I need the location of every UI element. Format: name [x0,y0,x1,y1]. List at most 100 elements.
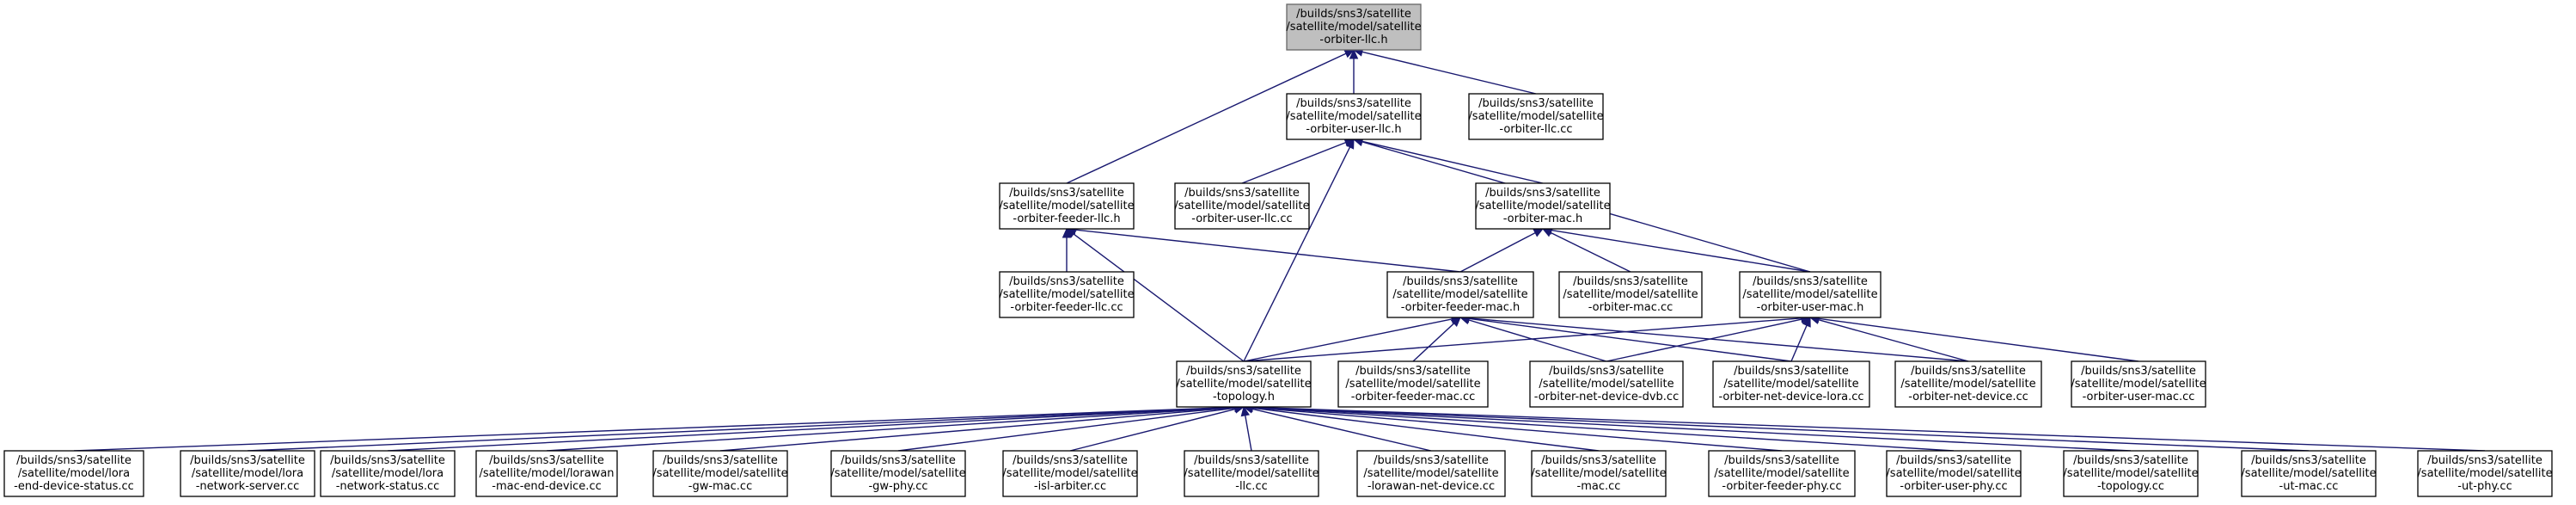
node-n6[interactable]: /builds/sns3/satellite/satellite/model/s… [999,271,1135,318]
node-label-line: /builds/sns3/satellite [1734,365,1849,378]
edge-line [546,406,1236,452]
node-label-line: -mac.cc [1577,480,1621,493]
node-n9[interactable]: /builds/sns3/satellite/satellite/model/s… [1739,271,1882,318]
node-n28[interactable]: /builds/sns3/satellite/satellite/model/s… [2063,450,2199,497]
arrowhead [1066,228,1077,238]
edge-n23-to-n10 [1240,405,1252,452]
node-n15[interactable]: /builds/sns3/satellite/satellite/model/s… [2071,360,2206,408]
node-label-line: /builds/sns3/satellite [2251,454,2366,467]
node-n27[interactable]: /builds/sns3/satellite/satellite/model/s… [1886,450,2022,497]
node-n14[interactable]: /builds/sns3/satellite/satellite/model/s… [1894,360,2042,408]
edge-line [1459,231,1536,273]
node-label-line: /builds/sns3/satellite [1896,454,2011,467]
node-label-line: /builds/sns3/satellite [1013,454,1128,467]
node-label-line: /satellite/model/lora [192,467,303,480]
node-box [1468,93,1604,140]
node-label-line: /builds/sns3/satellite [1184,187,1300,200]
node-n30[interactable]: /builds/sns3/satellite/satellite/model/s… [2417,450,2553,497]
node-n18[interactable]: /builds/sns3/satellite/satellite/model/l… [320,450,456,497]
node-n29[interactable]: /builds/sns3/satellite/satellite/model/s… [2241,450,2377,497]
node-label-line: /builds/sns3/satellite [1296,8,1411,21]
arrowhead [1533,228,1545,237]
node-label-line: /builds/sns3/satellite [1485,187,1600,200]
node-n13[interactable]: /builds/sns3/satellite/satellite/model/s… [1712,360,1870,408]
node-label-line: /builds/sns3/satellite [1009,187,1124,200]
node-box [999,182,1135,230]
edge-line [1551,229,1811,273]
node-label-line: -isl-arbiter.cc [1034,480,1106,493]
node-label-line: /satellite/model/satellite [1714,467,1849,480]
node-label-line: -orbiter-user-mac.cc [2083,391,2195,403]
edge-line [1251,407,1783,452]
node-label-line: /satellite/model/satellite [1184,467,1319,480]
node-n20[interactable]: /builds/sns3/satellite/satellite/model/s… [652,450,788,497]
node-label-line: /satellite/model/satellite [1286,110,1421,123]
node-n7[interactable]: /builds/sns3/satellite/satellite/model/s… [1386,271,1534,318]
node-n8[interactable]: /builds/sns3/satellite/satellite/model/s… [1558,271,1703,318]
node-label-line: -orbiter-user-mac.h [1757,301,1864,314]
node-label-line: -mac-end-device.cc [492,480,601,493]
edge-line [1361,51,1537,95]
edge-line [1550,231,1631,273]
node-label-line: /satellite/model/satellite [2417,467,2552,480]
node-label-line: -orbiter-mac.cc [1588,301,1673,314]
node-label-line: -gw-phy.cc [868,480,927,493]
node-box [2417,450,2553,497]
node-n0[interactable]: /builds/sns3/satellite/satellite/model/s… [1286,3,1422,51]
node-n22[interactable]: /builds/sns3/satellite/satellite/model/s… [1002,450,1138,497]
node-n11[interactable]: /builds/sns3/satellite/satellite/model/s… [1337,360,1489,408]
edge-n18-to-n10 [387,403,1245,452]
node-label-line: /builds/sns3/satellite [1911,365,2026,378]
edge-line [1468,317,1792,362]
edge-n1-to-n0 [1349,48,1359,94]
node-box [1558,271,1703,318]
edge-line [1069,408,1236,452]
edge-line [1251,407,1600,452]
arrowhead [1349,48,1359,59]
edge-line [1468,317,1969,362]
node-label-line: -orbiter-net-device.cc [1908,391,2028,403]
node-box [1708,450,1856,497]
edge-n10-to-n7 [1243,314,1462,362]
edge-line [897,407,1236,452]
node-n10[interactable]: /builds/sns3/satellite/satellite/model/s… [1176,360,1312,408]
node-n2[interactable]: /builds/sns3/satellite/satellite/model/s… [1468,93,1604,140]
node-n19[interactable]: /builds/sns3/satellite/satellite/model/l… [475,450,618,497]
edge-line [1790,324,1808,362]
node-n24[interactable]: /builds/sns3/satellite/satellite/model/s… [1356,450,1506,497]
node-label-line: /satellite/model/satellite [1723,378,1858,391]
node-n16[interactable]: /builds/sns3/satellite/satellite/model/l… [3,450,144,497]
node-n12[interactable]: /builds/sns3/satellite/satellite/model/s… [1529,360,1684,408]
node-label-line: -orbiter-mac.h [1503,212,1583,225]
node-label-line: -orbiter-user-llc.h [1306,123,1401,136]
node-label-line: -orbiter-net-device-lora.cc [1718,391,1863,403]
arrowhead [1345,138,1355,150]
node-n23[interactable]: /builds/sns3/satellite/satellite/model/s… [1184,450,1319,497]
node-label-line: /builds/sns3/satellite [1541,454,1656,467]
edge-line [1361,140,1544,184]
node-n25[interactable]: /builds/sns3/satellite/satellite/model/s… [1531,450,1667,497]
node-n5[interactable]: /builds/sns3/satellite/satellite/model/s… [1475,182,1611,230]
node-n3[interactable]: /builds/sns3/satellite/satellite/model/s… [999,182,1135,230]
edge-n2-to-n0 [1352,47,1537,95]
node-n21[interactable]: /builds/sns3/satellite/satellite/model/s… [830,450,966,497]
edge-n30-to-n10 [1242,403,2486,452]
edge-line [247,406,1236,452]
node-label-line: /builds/sns3/satellite [2081,365,2196,378]
node-label-line: -orbiter-llc.h [1319,34,1387,46]
node-label-line: -orbiter-net-device-dvb.cc [1534,391,1679,403]
node-label-line: /builds/sns3/satellite [1403,275,1518,288]
edge-n11-to-n7 [1412,317,1461,362]
node-box [652,450,788,497]
node-label-line: /satellite/model/satellite [1886,467,2021,480]
node-label-line: -ut-phy.cc [2457,480,2512,493]
node-box [1712,360,1870,408]
node-label-line: /builds/sns3/satellite [1753,275,1868,288]
node-n1[interactable]: /builds/sns3/satellite/satellite/model/s… [1286,93,1422,140]
node-label-line: -orbiter-feeder-mac.h [1401,301,1521,314]
node-n17[interactable]: /builds/sns3/satellite/satellite/model/l… [180,450,315,497]
node-n26[interactable]: /builds/sns3/satellite/satellite/model/s… [1708,450,1856,497]
node-n4[interactable]: /builds/sns3/satellite/satellite/model/s… [1174,182,1310,230]
node-box [2241,450,2377,497]
